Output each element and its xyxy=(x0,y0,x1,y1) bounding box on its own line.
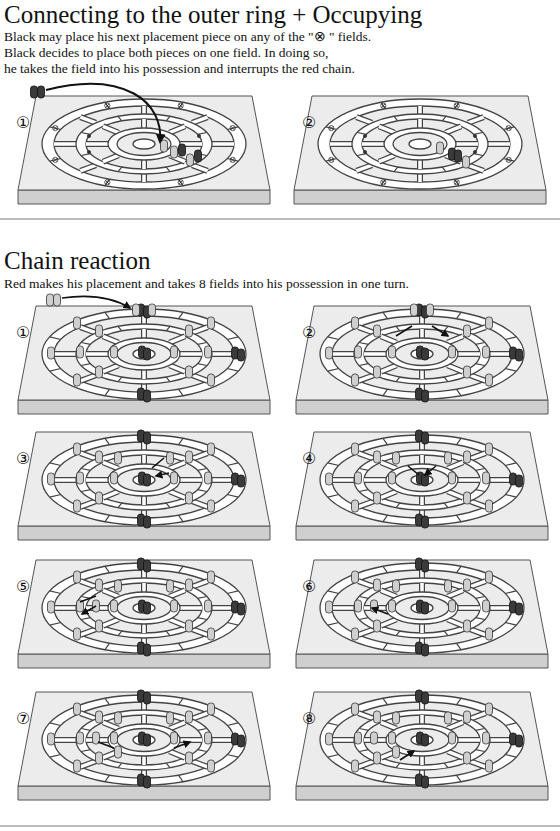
callout-number: ② xyxy=(302,114,316,132)
board-illustration xyxy=(296,304,548,414)
board-illustration xyxy=(296,430,548,540)
board-illustration xyxy=(294,96,546,204)
move-arrow xyxy=(62,296,130,308)
callout-number: ① xyxy=(16,324,30,342)
section-rule xyxy=(0,826,560,827)
rule-text: Red makes his placement and takes 8 fiel… xyxy=(4,276,409,292)
board-illustration xyxy=(18,430,270,540)
section-rule xyxy=(0,219,560,220)
rule-text: Black decides to place both pieces on on… xyxy=(4,45,328,61)
move-arrow xyxy=(98,742,190,748)
callout-number: ③ xyxy=(16,450,30,468)
callout-number: ④ xyxy=(302,450,316,468)
board-illustration xyxy=(296,690,548,800)
rule-text: Black may place his next placement piece… xyxy=(4,29,371,45)
move-arrow xyxy=(400,751,414,760)
callout-number: ⑧ xyxy=(302,710,316,728)
move-arrow xyxy=(46,84,160,142)
move-arrow xyxy=(80,596,96,614)
move-arrow xyxy=(408,466,436,475)
rule-text: he takes the field into his possession a… xyxy=(4,61,355,77)
board-illustration xyxy=(18,690,270,800)
callout-number: ⑤ xyxy=(16,578,30,596)
board-illustration xyxy=(296,558,548,668)
callout-number: ② xyxy=(302,324,316,342)
move-arrow xyxy=(396,326,448,336)
move-arrow xyxy=(372,608,388,614)
callout-number: ① xyxy=(16,114,30,132)
callout-number: ⑥ xyxy=(302,578,316,596)
section-heading: Chain reaction xyxy=(4,247,150,275)
move-arrow xyxy=(152,458,169,476)
board-illustration xyxy=(18,294,270,414)
callout-number: ⑦ xyxy=(16,710,30,728)
board-illustration xyxy=(18,84,270,204)
section-heading: Connecting to the outer ring + Occupying xyxy=(4,1,422,29)
board-illustration xyxy=(18,558,270,668)
